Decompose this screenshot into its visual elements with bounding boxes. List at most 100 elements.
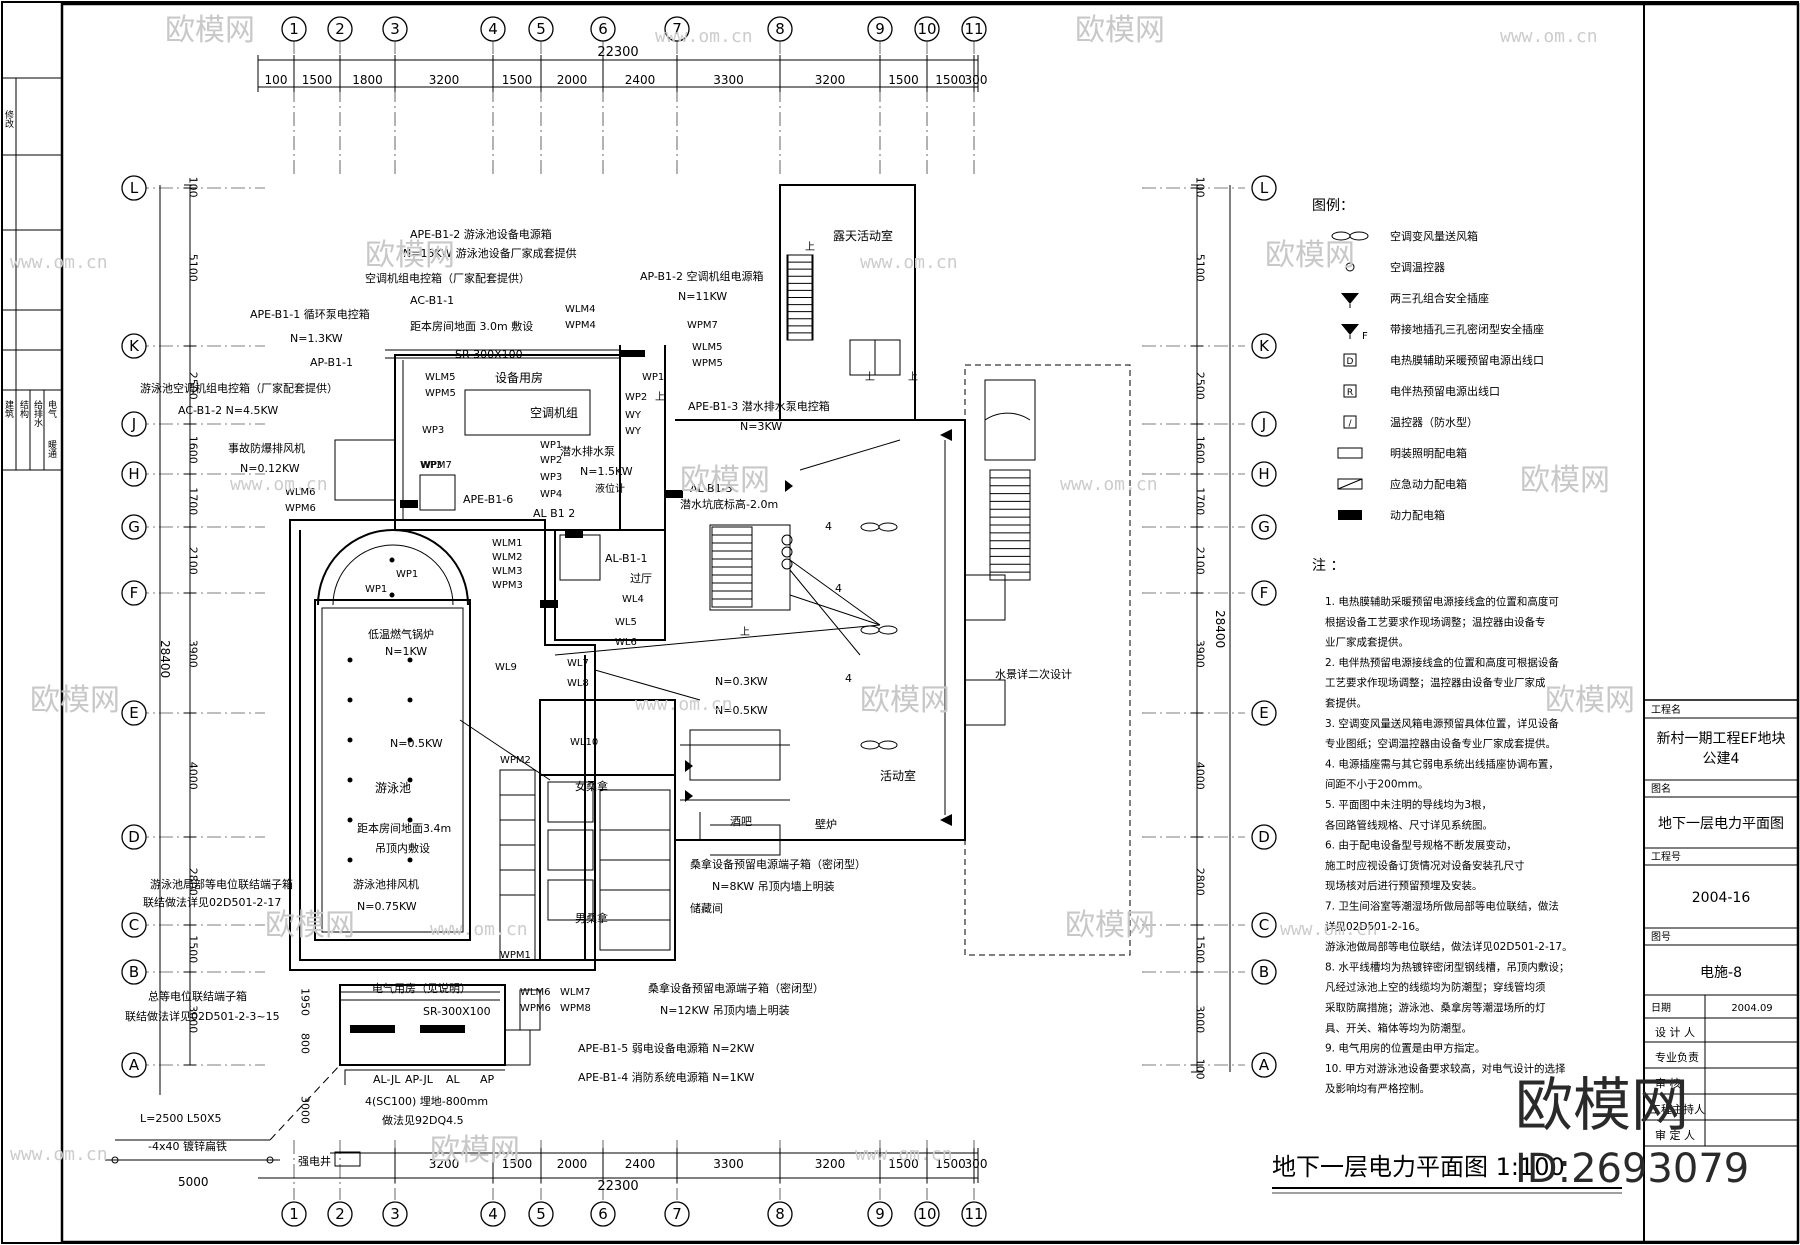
- note-apeb12-n: N=15KW 游泳池设备厂家成套提供: [403, 246, 577, 260]
- axis-marker: 8: [767, 1201, 793, 1227]
- circuit-label: WLM3: [492, 566, 522, 577]
- watermark-url: www.om.cn: [860, 252, 958, 273]
- tb-date: 2004.09: [1731, 1003, 1772, 1014]
- dim-value: 1600: [187, 436, 200, 464]
- note-line: 专业图纸；空调温控器由设备专业厂家成套提供。: [1325, 737, 1556, 750]
- watermark-brand: 欧模网: [1520, 463, 1610, 498]
- box-icon: [1337, 447, 1363, 459]
- note-sauna2-n: N=12KW 吊顶内墙上明装: [660, 1003, 790, 1017]
- axis-label: 7: [672, 1205, 682, 1223]
- label-water-scene: 水景详二次设计: [995, 667, 1072, 681]
- circuit-label: WP3: [422, 425, 444, 436]
- label-pool: 游泳池: [375, 781, 411, 795]
- watermark-brand: 欧模网: [1265, 238, 1355, 273]
- axis-label: 5: [536, 1205, 546, 1223]
- note-line: 详见02D501-2-16。: [1325, 920, 1426, 933]
- circuit-label: WP3: [420, 460, 442, 471]
- note-n11: N=11KW: [678, 290, 727, 303]
- axis-marker: A: [121, 1052, 147, 1078]
- watermark-brand: 欧模网: [860, 683, 950, 718]
- left-revision-strip: 修改 建筑 结构 给排水 电气 暖通: [2, 77, 62, 471]
- circuit-label: WP3: [540, 472, 562, 483]
- boxD-icon: D: [1343, 353, 1357, 367]
- axis-marker: C: [1251, 912, 1277, 938]
- axis-marker: 6: [590, 16, 616, 42]
- dim-value: 3900: [187, 640, 200, 668]
- axis-marker: 2: [327, 16, 353, 42]
- axis-label: K: [129, 337, 140, 355]
- watermark-url: www.om.cn: [1500, 26, 1598, 47]
- axis-marker: B: [121, 959, 147, 985]
- watermark-url: www.om.cn: [1060, 474, 1158, 495]
- label-boiler: 低温燃气锅炉: [368, 627, 434, 641]
- watermark-brand: 欧模网: [430, 1133, 520, 1168]
- label-level-meter: 液位计: [595, 482, 625, 495]
- note-eq-bond1: 游泳池局部等电位联结端子箱: [150, 877, 293, 891]
- note-power-well: 强电井: [298, 1154, 331, 1168]
- watermark-id: ID:2693079: [1515, 1146, 1749, 1192]
- circuit-label: WL6: [615, 637, 637, 648]
- axis-marker: 11: [961, 16, 987, 42]
- label-sump: 潜水排水泵: [560, 444, 615, 458]
- axis-marker: B: [1251, 959, 1277, 985]
- axis-label: L: [130, 179, 139, 197]
- svg-text:F: F: [1362, 331, 1368, 342]
- axis-label: 4: [488, 1205, 498, 1223]
- pool-outline: [314, 599, 471, 941]
- dim-value: 2500: [1194, 372, 1207, 400]
- axis-marker: L: [1251, 175, 1277, 201]
- dim-value: 3200: [429, 73, 460, 87]
- dim-value: 300: [965, 1157, 988, 1171]
- panel-label: AP-JL: [405, 1073, 434, 1086]
- axis-marker: H: [1251, 461, 1277, 487]
- axis-marker: 6: [590, 1201, 616, 1227]
- dim-value: 1500: [502, 1157, 533, 1171]
- dim-value: 1800: [352, 73, 383, 87]
- dim-value: 2400: [625, 73, 656, 87]
- axis-marker: 10: [914, 16, 940, 42]
- note-line: 施工时应视设备订货情况对设备安装孔尺寸: [1325, 859, 1525, 872]
- note-eq-bond2: 联结做法详见02D501-2-17: [143, 895, 281, 909]
- note-wire4: 4: [845, 672, 852, 685]
- label-storage: 储藏间: [690, 901, 723, 915]
- axis-label: 6: [598, 1205, 608, 1223]
- dim-value: 100: [1194, 1059, 1207, 1080]
- label-up: 上: [805, 241, 815, 253]
- note-line: 及影响均有严格控制。: [1325, 1082, 1430, 1095]
- dim-value: 1950: [299, 988, 312, 1016]
- circuit-label: WP4: [540, 489, 562, 500]
- watermark-brand: 欧模网: [680, 463, 770, 498]
- circuit-label: WPM7: [421, 460, 452, 471]
- note-wire4: 4: [835, 582, 842, 595]
- note-acb12: AC-B1-2 N=4.5KW: [178, 404, 278, 417]
- dim-value: 1500: [302, 73, 333, 87]
- watermark-brand: 欧模网: [265, 908, 355, 943]
- circuit-label: WPM2: [500, 755, 531, 766]
- boxR-icon: R: [1343, 384, 1357, 398]
- axis-label: 4: [488, 20, 498, 38]
- note-height3: 距本房间地面 3.0m 敷设: [410, 319, 533, 333]
- legend: 图例： 空调变风量送风箱空调温控器两三孔组合安全插座F带接地插孔三孔密闭型安全插…: [1312, 198, 1544, 522]
- axis-marker: 4: [480, 16, 506, 42]
- note-n13: N=1.3KW: [290, 332, 343, 345]
- axis-label: A: [1259, 1056, 1270, 1074]
- thermo-icon: [1345, 262, 1355, 272]
- tb-project: 新村一期工程EF地块: [1657, 731, 1786, 747]
- note-line: 间距不小于200mm。: [1325, 778, 1429, 791]
- legend-title: 图例：: [1312, 198, 1354, 214]
- tb-project2: 公建4: [1703, 751, 1740, 767]
- dim-value: 2100: [1194, 547, 1207, 575]
- note-n03: N=0.3KW: [715, 675, 768, 688]
- note-apeb16: APE-B1-6: [463, 493, 513, 506]
- boxdiag-icon: [1337, 478, 1363, 490]
- axis-label: 1: [289, 20, 299, 38]
- note-apeb15: APE-B1-5 弱电设备电源箱 N=2KW: [578, 1041, 754, 1055]
- watermark-url: www.om.cn: [855, 1144, 953, 1165]
- tb-job-label: 工程号: [1651, 851, 1681, 863]
- note-conduit2: 做法见92DQ4.5: [382, 1113, 464, 1127]
- strip-label: 给排水: [32, 399, 43, 427]
- watermark-brand: 欧模网: [1075, 13, 1165, 48]
- axis-marker: 3: [382, 16, 408, 42]
- dim-value: 300: [965, 73, 988, 87]
